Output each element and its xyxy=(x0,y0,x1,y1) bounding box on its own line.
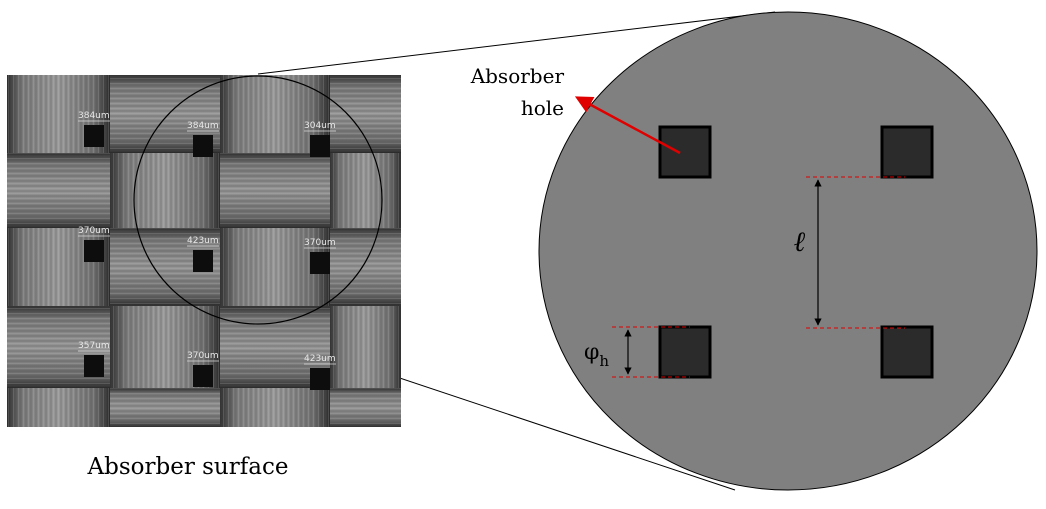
weave-hole xyxy=(310,252,330,274)
hole-measure-label: 357um xyxy=(78,341,110,351)
hole-pointer-arrow xyxy=(574,96,681,155)
weave-fibres xyxy=(330,388,401,427)
zoom-disk xyxy=(538,11,1038,491)
weave-hole xyxy=(193,135,213,157)
hole-measure-label: 423um xyxy=(304,354,336,364)
hole-measure-label: 304um xyxy=(304,121,336,131)
absorber-hole xyxy=(658,125,712,179)
weave-hole xyxy=(193,365,213,387)
weave-fibres xyxy=(330,306,401,388)
weave-fibres xyxy=(330,153,401,228)
weave-fibres xyxy=(220,388,330,427)
absorber-hole xyxy=(880,125,934,179)
absorber-surface-photo: 384um 384um 304um 370um 423um 370um 357um 370um… xyxy=(7,75,401,427)
weave-hole xyxy=(310,368,330,390)
weave-hole xyxy=(84,125,104,147)
hole-size-symbol: φh xyxy=(584,340,609,370)
hole-measure-label: 423um xyxy=(187,236,219,246)
hole-measure-label: 370um xyxy=(187,351,219,361)
weave-fibres xyxy=(7,388,110,427)
hole-measure-label: 384um xyxy=(187,121,219,131)
pitch-symbol: ℓ xyxy=(793,225,806,258)
weave-hole xyxy=(310,135,330,157)
absorber-hole xyxy=(658,325,712,379)
hole-label-line2: hole xyxy=(521,96,564,120)
absorber-hole xyxy=(880,325,934,379)
weave-fibres xyxy=(7,153,110,228)
weave-fibres xyxy=(110,153,220,228)
zoom-connector-top xyxy=(257,11,776,75)
weave-fibres xyxy=(220,153,330,228)
weave-fibres xyxy=(7,228,110,306)
weave-hole xyxy=(84,355,104,377)
weave-hole xyxy=(84,240,104,262)
weave-fibres xyxy=(110,388,220,427)
surface-caption: Absorber surface xyxy=(87,454,289,480)
hole-measure-label: 384um xyxy=(78,111,110,121)
weave-hole xyxy=(193,250,213,272)
weave-fibres xyxy=(330,75,401,153)
weave-fibres xyxy=(330,228,401,306)
hole-measure-label: 370um xyxy=(304,238,336,248)
hole-label-line1: Absorber xyxy=(470,64,565,88)
magnifier-circle xyxy=(133,75,383,325)
hole-measure-label: 370um xyxy=(78,226,110,236)
